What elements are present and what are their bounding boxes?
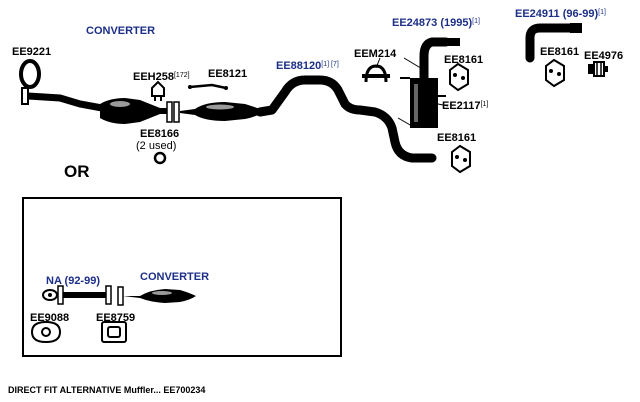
label-ee9088: EE9088 — [30, 312, 70, 324]
gasket-ee9088 — [30, 320, 62, 344]
label-na: NA (92-99) — [46, 275, 100, 287]
label-ee88120: EE88120[1] [7] — [276, 60, 339, 72]
label-ee8121: EE8121 — [208, 68, 248, 80]
ring-ee8166 — [153, 151, 167, 165]
intermediate-pipe-ee88120 — [255, 75, 437, 163]
leader-lines — [375, 57, 449, 127]
label-converter: CONVERTER — [86, 25, 156, 37]
clamp-eem214 — [362, 64, 390, 83]
label-eeh258: EEH258[172] — [133, 71, 190, 83]
bolt-ee4976 — [588, 61, 608, 77]
clamp-ee8121 — [188, 83, 228, 90]
tailpipe-ee24873 — [419, 37, 460, 83]
caption: DIRECT FIT ALTERNATIVE Muffler... EE7002… — [8, 385, 206, 395]
label-ee9221: EE9221 — [12, 46, 52, 58]
label-ee2117: EE2117[1] — [442, 100, 489, 112]
label-ee24911: EE24911 (96-99)[1] — [515, 8, 606, 20]
label-ee4976: EE4976 — [584, 50, 624, 62]
label-ee8161-right: EE8161 — [540, 46, 580, 58]
label-ee8161-lower: EE8161 — [437, 132, 477, 144]
label-ee8166-note: (2 used) — [136, 140, 177, 152]
front-flange — [21, 87, 29, 105]
label-ee8166: EE8166 — [140, 128, 180, 140]
label-ee24873: EE24873 (1995)[1] — [392, 17, 480, 29]
gasket-ee8759 — [101, 321, 127, 343]
front-pipe-converter — [27, 92, 168, 124]
label-ee8161-upper: EE8161 — [444, 54, 484, 66]
hanger-ee8161-upper — [449, 62, 469, 92]
label-converter-alt: CONVERTER — [140, 271, 210, 283]
gasket-ee9221 — [19, 59, 41, 89]
muffler-ee2117 — [400, 77, 446, 128]
hanger-ee8161-right — [545, 58, 565, 88]
tailpipe-ee24911 — [525, 23, 582, 63]
or-text: OR — [64, 162, 90, 181]
label-eem214: EEM214 — [354, 48, 397, 60]
resonator-pipe — [180, 102, 262, 121]
label-ee8759: EE8759 — [96, 312, 136, 324]
hanger-ee8161-lower — [451, 144, 471, 174]
alternative-box — [22, 197, 342, 357]
gasket-ee8166 — [166, 101, 180, 123]
hanger-eeh258 — [151, 80, 165, 101]
alt-front-pipe — [42, 285, 196, 306]
